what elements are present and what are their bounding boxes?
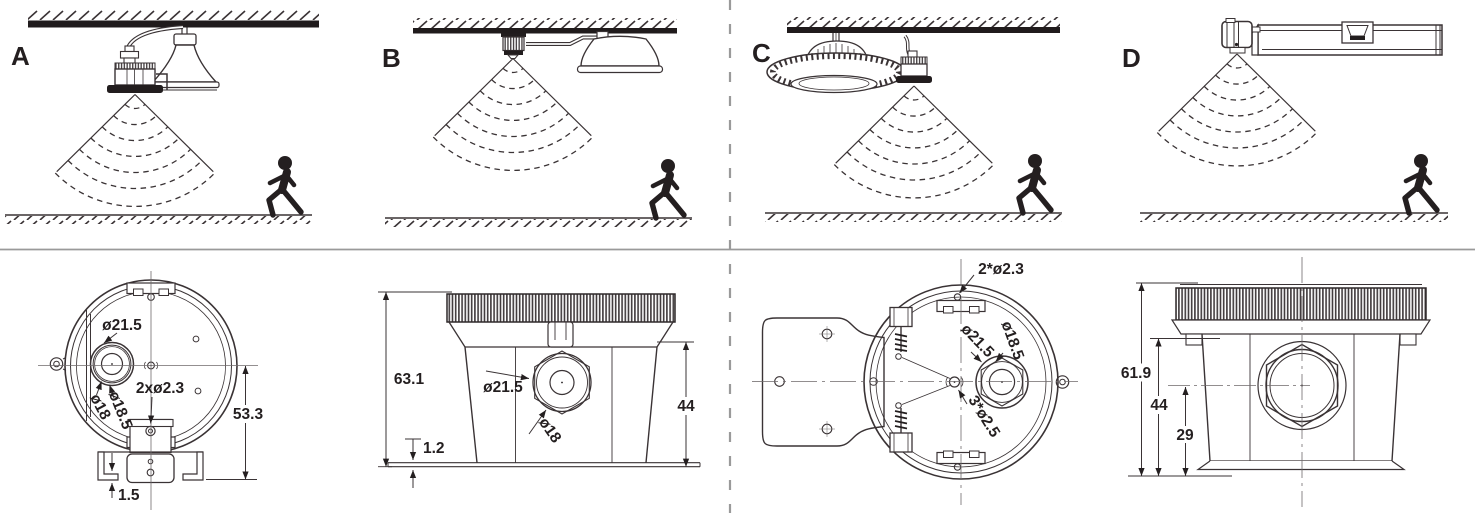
knurled-cap — [1175, 287, 1427, 321]
clip-screw-top — [889, 306, 913, 360]
dim-plate-thickness: 1.2 — [405, 438, 445, 488]
dim-label-small-holes: 3*ø2.5 — [965, 393, 1004, 441]
detection-cone-icon — [54, 93, 216, 208]
motion-sensor-icon — [896, 34, 932, 83]
ground-icon — [765, 212, 1062, 222]
sensor-lens — [532, 350, 592, 415]
dim-label-mount-holes: 2*ø2.3 — [978, 261, 1024, 278]
dim-label-total-height: 63.1 — [394, 371, 425, 388]
dim-lens-center-height: 29 — [1172, 387, 1199, 476]
drawing-side-view: 63.1 44 1.2 ø21.5 ø18 — [378, 291, 701, 488]
dim-small-holes: 3*ø2.5 — [958, 389, 1004, 441]
mounting-bracket — [761, 317, 885, 447]
sensor-lens — [89, 341, 135, 387]
dim-lens-outer: ø21.5 — [483, 370, 530, 396]
knurled-cap — [446, 293, 676, 323]
ground-icon — [5, 214, 312, 224]
center-hole — [901, 357, 964, 405]
ceiling-icon — [787, 17, 1060, 33]
hinge-tab — [547, 321, 574, 348]
drawing-bracket-view: 2*ø2.3 ø21.5 ø18.5 3*ø2.5 — [752, 259, 1078, 505]
scenario-label-c: C — [752, 38, 771, 68]
dim-label-mount-holes: 2xø2.3 — [136, 380, 185, 397]
scenario-d: D — [1122, 18, 1448, 222]
dim-label-total-height: 61.9 — [1121, 365, 1152, 382]
detection-cone-icon — [1156, 53, 1318, 167]
ceiling-icon — [413, 18, 677, 34]
detection-cone-icon — [833, 85, 995, 199]
scenario-a: A — [5, 10, 319, 224]
dim-body-height: 44 — [657, 341, 701, 467]
dim-lens-outer: ø21.5 — [102, 317, 142, 344]
dim-lens-mid: ø18.5 — [995, 319, 1027, 362]
dim-mount-holes: 2xø2.3 — [136, 380, 185, 424]
dim-label-body-height: 44 — [1150, 397, 1168, 414]
detection-cone-icon — [432, 57, 594, 172]
scenario-b: B — [382, 18, 692, 227]
scenario-label-a: A — [11, 41, 30, 71]
ufo-highbay-lamp-icon — [766, 33, 906, 94]
clip-screw-bottom — [889, 402, 913, 453]
walking-person-icon — [269, 156, 301, 215]
dim-label-bracket-thickness: 1.5 — [118, 487, 140, 504]
linear-highbay-lamp-icon — [1251, 21, 1443, 56]
dim-bracket-thickness: 1.5 — [108, 453, 140, 504]
dim-label-overall-height: 53.3 — [233, 406, 264, 423]
dim-label-plate-thickness: 1.2 — [423, 440, 445, 457]
bottom-clip-and-bracket — [97, 418, 204, 484]
base-plate — [387, 462, 701, 468]
side-knob — [1055, 375, 1070, 389]
dim-body-height: 44 — [1145, 338, 1220, 476]
scenario-label-b: B — [382, 43, 401, 73]
scenario-c: C — [752, 17, 1062, 222]
drawing-side-view-2: 61.9 44 29 — [1117, 257, 1432, 507]
ground-icon — [385, 217, 692, 227]
ceiling-icon — [28, 10, 319, 28]
walking-person-icon — [1405, 154, 1437, 213]
drawing-front-view: ø21.5 2xø2.3 ø18 ø18.5 53.3 1.5 — [38, 271, 267, 510]
walking-person-icon — [652, 159, 684, 218]
dim-label-body-height: 44 — [677, 398, 695, 415]
dim-lens-outer: ø21.5 — [957, 321, 997, 363]
dim-mount-holes: 2*ø2.3 — [959, 261, 1024, 294]
motion-sensor-icon — [107, 25, 184, 93]
pendant-lamp-icon — [526, 30, 664, 74]
scenario-label-d: D — [1122, 43, 1141, 73]
dim-label-lens-outer: ø21.5 — [957, 321, 997, 362]
dim-label-lens-outer: ø21.5 — [102, 317, 142, 334]
dim-total-height: 61.9 — [1117, 282, 1198, 476]
dim-overall-height: 53.3 — [206, 366, 267, 480]
dim-label-lens-outer: ø21.5 — [483, 379, 523, 396]
dim-lens-inner: ø18 — [528, 409, 565, 447]
dim-total-height: 63.1 — [378, 291, 452, 468]
ground-icon — [1140, 212, 1448, 222]
walking-person-icon — [1019, 154, 1051, 213]
motion-sensor-icon — [1221, 18, 1261, 54]
highbay-reflector-lamp-icon — [149, 27, 220, 91]
motion-sensor-icon — [501, 33, 526, 59]
side-knob — [49, 357, 67, 371]
dim-label-lens-center-height: 29 — [1176, 427, 1194, 444]
